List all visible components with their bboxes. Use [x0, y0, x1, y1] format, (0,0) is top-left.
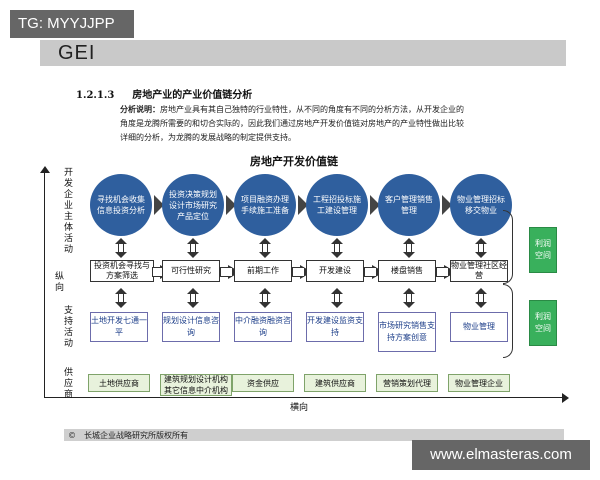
double-arrow-vertical-icon — [475, 238, 487, 258]
support-box: 开发建设监资支持 — [306, 312, 364, 342]
support-box: 市场研究销售支持方案创意 — [378, 312, 436, 352]
vertical-axis-arrow-icon — [40, 166, 50, 173]
supplier-box: 物业管理企业 — [448, 374, 510, 392]
footer-bar — [64, 429, 564, 441]
section-number: 1.2.1.3 — [76, 90, 115, 101]
profit-box-top: 利润空间 — [529, 227, 557, 273]
chevron-right-icon — [298, 195, 308, 215]
double-arrow-vertical-icon — [115, 288, 127, 308]
process-box: 物业管理社区经营 — [450, 260, 508, 282]
label-support-activity: 支持活动 — [63, 306, 73, 349]
bottom-watermark: www.elmasteras.com — [412, 440, 590, 470]
header-label: GEI — [58, 42, 96, 64]
right-brace-top — [503, 210, 513, 284]
supplier-box: 营销策划代理 — [376, 374, 438, 392]
section-heading: 1.2.1.3 房地产业的产业价值链分析 — [76, 86, 252, 101]
supplier-box: 建筑规划设计机构其它信息中介机构 — [160, 374, 232, 396]
process-box: 投资机会寻找与方案筛选 — [90, 260, 154, 282]
value-circle: 寻找机会收集信息投资分析 — [90, 174, 152, 236]
diagram-title: 房地产开发价值链 — [250, 155, 338, 168]
chevron-right-icon — [442, 195, 452, 215]
support-box: 物业管理 — [450, 312, 508, 342]
horizontal-axis — [44, 397, 564, 398]
double-arrow-vertical-icon — [403, 288, 415, 308]
value-circle: 工程招投标施工建设管理 — [306, 174, 368, 236]
right-brace-bottom — [503, 284, 513, 358]
label-supplier: 供应商 — [63, 368, 73, 400]
process-box: 可行性研究 — [162, 260, 220, 282]
horizontal-axis-arrow-icon — [562, 393, 569, 403]
analysis-label: 分析说明： — [120, 104, 160, 114]
section-title: 房地产业的产业价值链分析 — [132, 90, 253, 101]
value-circle: 项目融资办理手续施工准备 — [234, 174, 296, 236]
double-arrow-vertical-icon — [115, 238, 127, 258]
chevron-right-icon — [226, 195, 236, 215]
double-arrow-vertical-icon — [331, 238, 343, 258]
double-arrow-vertical-icon — [259, 288, 271, 308]
process-box: 前期工作 — [234, 260, 292, 282]
value-circle: 客户管理销售管理 — [378, 174, 440, 236]
supplier-box: 土地供应商 — [88, 374, 150, 392]
label-vertical: 纵向 — [54, 272, 64, 293]
label-horizontal: 横向 — [290, 403, 309, 413]
support-box: 土地开发七通一平 — [90, 312, 148, 342]
supplier-box: 建筑供应商 — [304, 374, 366, 392]
analysis-text: 房地产业具有其自己独特的行业特性，从不同的角度有不同的分析方法，从开发企业的角度… — [120, 105, 464, 142]
support-box: 规划设计信息咨询 — [162, 312, 220, 342]
value-circle: 物业管理招标移交物业 — [450, 174, 512, 236]
double-arrow-vertical-icon — [259, 238, 271, 258]
support-box: 中介融资融资咨询 — [234, 312, 292, 342]
vertical-axis — [44, 170, 45, 398]
supplier-box: 资金供应 — [232, 374, 294, 392]
double-arrow-vertical-icon — [187, 238, 199, 258]
profit-box-bottom: 利润空间 — [529, 300, 557, 346]
chevron-right-icon — [370, 195, 380, 215]
double-arrow-vertical-icon — [187, 288, 199, 308]
chevron-right-icon — [154, 195, 164, 215]
process-box: 开发建设 — [306, 260, 364, 282]
value-circle: 投资决策规划设计市场研究产品定位 — [162, 174, 224, 236]
process-box: 楼盘销售 — [378, 260, 436, 282]
top-watermark: TG: MYYJJPP — [10, 10, 134, 38]
double-arrow-vertical-icon — [475, 288, 487, 308]
double-arrow-vertical-icon — [403, 238, 415, 258]
double-arrow-vertical-icon — [331, 288, 343, 308]
analysis-description: 分析说明：房地产业具有其自己独特的行业特性，从不同的角度有不同的分析方法，从开发… — [120, 102, 465, 145]
label-main-activity: 开发企业主体活动 — [63, 168, 73, 255]
header-bar — [40, 40, 566, 66]
footer-text: © 长城企业战略研究所版权所有 — [68, 431, 188, 440]
